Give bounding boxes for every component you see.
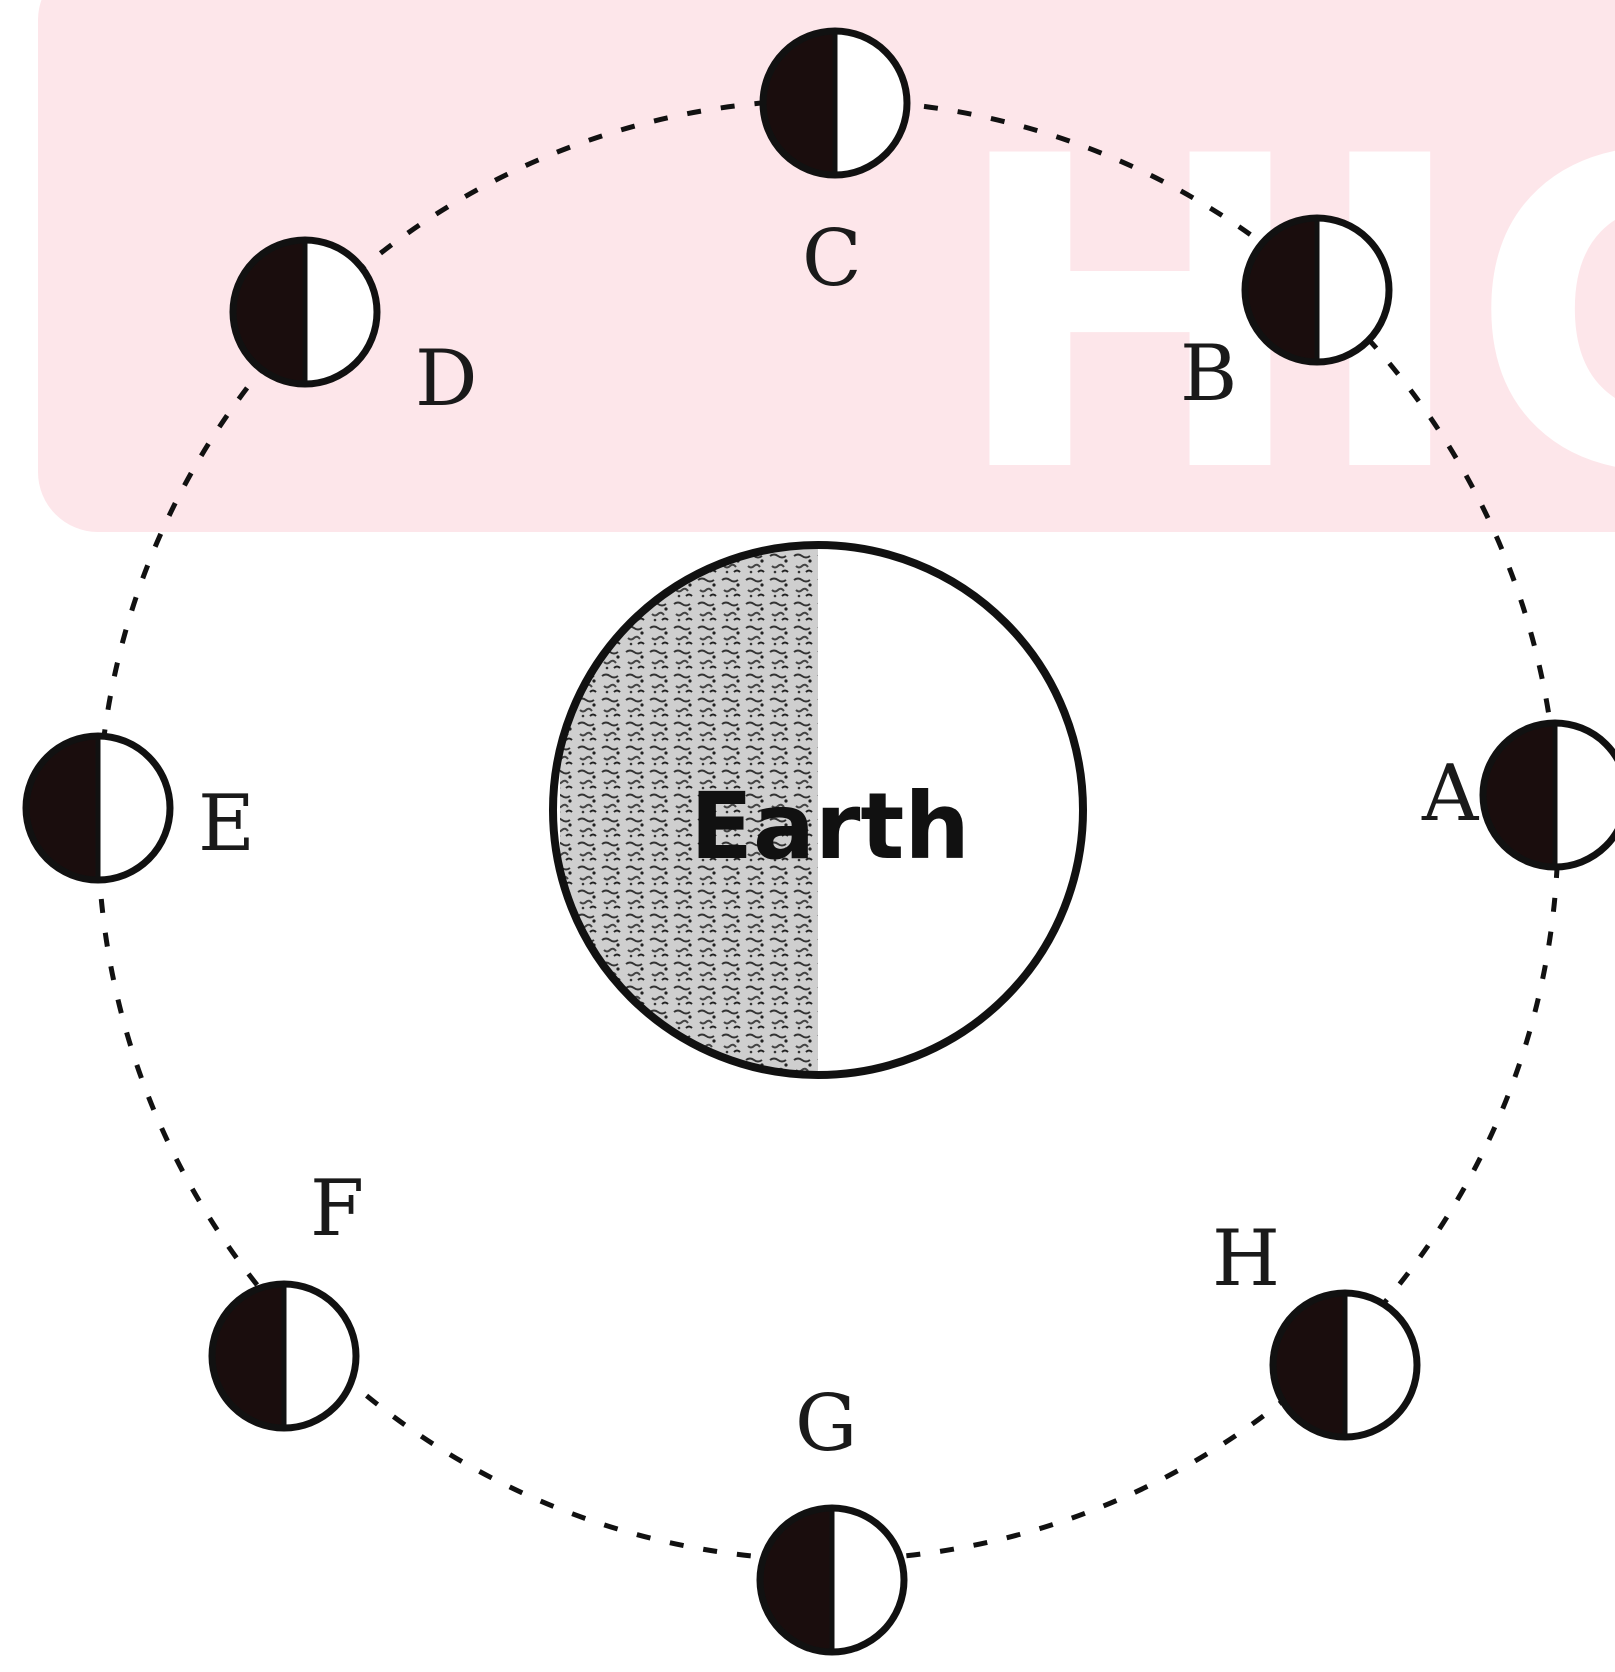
earth-night-side — [560, 545, 818, 1075]
moon-e-dark-half — [26, 736, 98, 880]
moon-d-dark-half — [233, 240, 305, 384]
moon-g: G — [756, 1379, 908, 1656]
moon-f: F — [208, 1164, 364, 1432]
moon-h-dark-half — [1273, 1293, 1345, 1437]
moon-d-label: D — [415, 334, 478, 424]
moon-b-label: B — [1180, 329, 1237, 419]
moon-b: B — [1180, 214, 1393, 419]
moon-b-dark-half — [1245, 218, 1317, 362]
moon-g-label: G — [795, 1379, 857, 1469]
moon-g-dark-half — [760, 1508, 832, 1652]
moon-a-label: A — [1421, 749, 1480, 839]
moon-e-label: E — [198, 779, 255, 869]
moon-f-label: F — [310, 1164, 364, 1254]
earth-outline — [549, 541, 1087, 1079]
earth: Earth — [549, 541, 1087, 1079]
moon-a-dark-half — [1483, 723, 1555, 867]
moon-a: A — [1421, 719, 1615, 871]
moon-h-label: H — [1212, 1214, 1280, 1304]
moon-c: C — [759, 27, 911, 304]
moon-c-label: C — [802, 214, 862, 304]
earth-label: Earth — [690, 773, 970, 880]
moon-f-dark-half — [212, 1284, 284, 1428]
moon-e: E — [22, 732, 255, 884]
moon-d: D — [229, 236, 478, 424]
watermark-band — [38, 0, 1615, 532]
moon-c-dark-half — [763, 31, 835, 175]
moon-h: H — [1212, 1214, 1421, 1441]
